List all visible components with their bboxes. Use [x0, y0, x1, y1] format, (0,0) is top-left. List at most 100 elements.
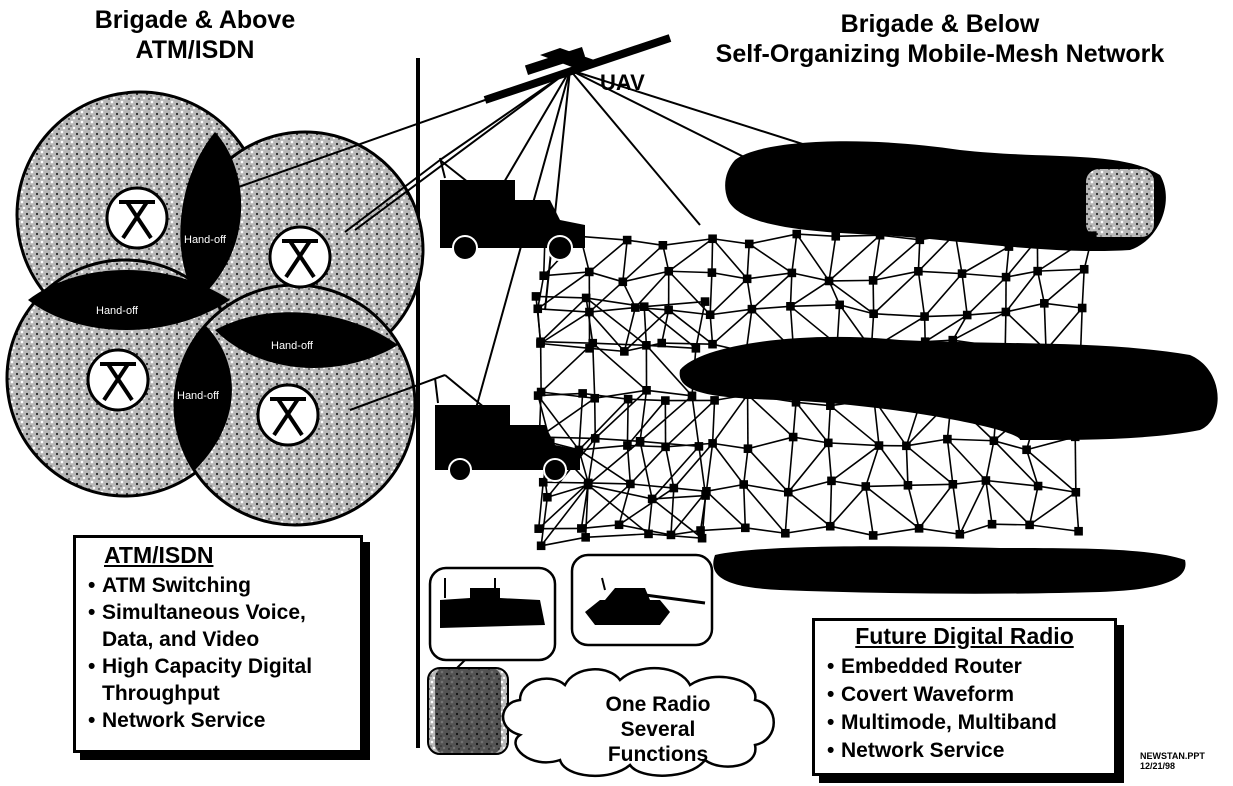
mesh-link	[1037, 234, 1093, 241]
mesh-link	[1025, 400, 1042, 450]
mesh-node	[989, 436, 999, 446]
mesh-link	[1075, 492, 1080, 532]
mesh-node	[644, 529, 653, 539]
mesh-node	[590, 434, 600, 443]
right-title-line1: Brigade & Below	[840, 10, 1040, 38]
mesh-node	[577, 524, 586, 533]
atm-feature-list: ATM Switching Simultaneous Voice, Data, …	[86, 572, 350, 734]
mesh-link	[578, 398, 629, 451]
mesh-link	[924, 314, 968, 343]
mesh-link	[745, 309, 753, 352]
mesh-link	[878, 445, 909, 486]
mesh-link	[712, 343, 747, 353]
mesh-link	[751, 305, 791, 310]
mesh-node	[664, 266, 674, 276]
mesh-node	[874, 441, 884, 450]
mesh-link	[668, 309, 714, 345]
mesh-link	[700, 527, 746, 532]
mesh-link	[872, 280, 875, 314]
mesh-link	[592, 342, 648, 391]
mesh-link	[831, 444, 880, 482]
mesh-link	[1005, 302, 1045, 313]
terrain-blob-1	[725, 141, 1166, 252]
mesh-node	[631, 303, 640, 312]
mesh-link	[923, 273, 963, 318]
mesh-link	[629, 446, 667, 485]
mesh-node	[950, 229, 960, 239]
document-reference: NEWSTAN.PPT 12/21/98	[1140, 751, 1205, 772]
mesh-node	[947, 395, 956, 405]
mesh-link	[662, 245, 670, 272]
mesh-link	[593, 398, 597, 439]
mesh-link	[751, 308, 795, 351]
mesh-link	[1037, 485, 1076, 494]
radio-antenna-site-icon	[1084, 167, 1156, 239]
mesh-link	[966, 276, 1007, 316]
mesh-node	[1036, 396, 1046, 405]
mesh-link	[1004, 311, 1007, 348]
mesh-link	[747, 394, 794, 438]
mesh-link	[747, 393, 797, 404]
mesh-link	[751, 272, 793, 310]
mesh-link	[585, 297, 594, 344]
mesh-link	[743, 483, 789, 493]
mesh-link	[793, 436, 829, 444]
mesh-link	[711, 442, 745, 485]
mesh-link	[652, 494, 706, 500]
handoff-zone-left	[28, 270, 230, 330]
mesh-link	[585, 533, 649, 539]
atm-box-heading: ATM/ISDN	[104, 542, 214, 568]
mesh-node	[658, 241, 668, 250]
switch-icon	[268, 225, 332, 289]
mesh-link	[661, 342, 713, 345]
mesh-link	[873, 527, 920, 537]
mesh-link	[870, 313, 875, 350]
mesh-link	[993, 403, 998, 441]
mesh-link	[784, 492, 790, 534]
mesh-link	[873, 398, 908, 447]
mesh-link	[905, 399, 952, 447]
mesh-link	[748, 243, 793, 274]
mesh-node	[788, 432, 798, 442]
mesh-node	[827, 476, 836, 486]
mesh-link	[1081, 269, 1086, 309]
mesh-link	[618, 483, 632, 525]
speech-cloud	[501, 666, 775, 778]
mesh-link	[1037, 234, 1093, 272]
mesh-link	[837, 343, 872, 350]
mesh-node	[623, 441, 632, 450]
mesh-link	[950, 399, 995, 442]
mesh-link	[918, 483, 954, 529]
mesh-link	[791, 272, 830, 282]
mesh-link	[1036, 270, 1046, 304]
mesh-link	[648, 533, 703, 539]
mesh-link	[709, 314, 714, 345]
mesh-link	[1074, 436, 1077, 493]
mesh-link	[967, 311, 1006, 316]
doc-date: 12/21/98	[1140, 760, 1176, 771]
mesh-link	[626, 400, 666, 446]
mesh-node	[920, 337, 930, 347]
mesh-link	[985, 479, 1039, 487]
mesh-link	[587, 484, 653, 500]
mesh-node	[915, 401, 924, 410]
mesh-link	[787, 442, 829, 493]
mesh-node	[957, 269, 967, 278]
mesh-link	[918, 270, 963, 275]
atm-isdn-feature-box: ATM/ISDN ATM Switching Simultaneous Voic…	[73, 535, 363, 753]
mesh-link	[865, 485, 920, 529]
mesh-link	[712, 442, 749, 450]
mesh-link	[787, 491, 831, 527]
mesh-link	[580, 235, 628, 241]
mesh-link	[791, 233, 798, 274]
radio-feature-item: Embedded Router	[825, 653, 1104, 681]
mesh-node	[687, 391, 697, 401]
mesh-link	[745, 527, 786, 535]
mesh-node	[1001, 272, 1011, 282]
mesh-link	[985, 440, 995, 481]
mesh-node	[581, 533, 590, 542]
mesh-node	[781, 528, 790, 538]
mesh-node	[1079, 264, 1089, 274]
mesh-link	[698, 446, 707, 496]
